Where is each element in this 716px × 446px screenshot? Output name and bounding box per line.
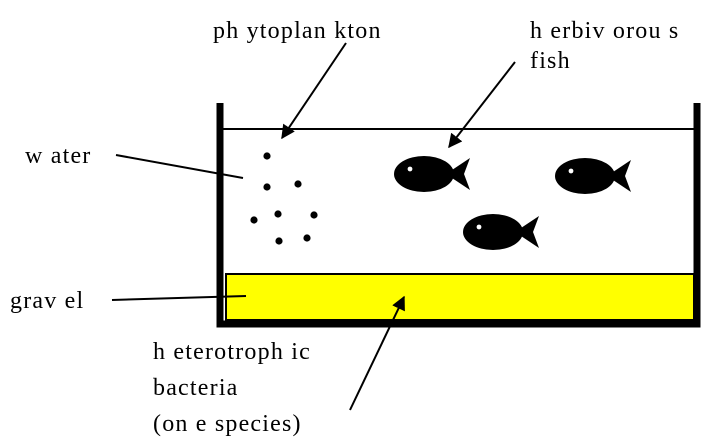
labels: ph ytoplan kton h erbiv orou s fish w at…: [10, 18, 679, 437]
phytoplankton-arrow: [282, 43, 346, 138]
phytoplankton-dots: [250, 152, 317, 244]
label-water: w ater: [25, 143, 92, 169]
label-herbivorous-line2: fish: [530, 48, 571, 74]
plankton-dot-icon: [274, 210, 281, 217]
plankton-dot-icon: [250, 216, 257, 223]
label-phytoplankton: ph ytoplan kton: [213, 18, 382, 44]
label-bacteria-line2: bacteria: [153, 375, 239, 401]
fish-icon: [394, 156, 470, 192]
label-bacteria-line3: (on e species): [153, 411, 302, 437]
gravel-layer: [226, 274, 694, 320]
water-pointer-line: [116, 155, 243, 178]
plankton-dot-icon: [275, 237, 282, 244]
plankton-dot-icon: [294, 180, 301, 187]
label-bacteria-line1: h eterotroph ic: [153, 339, 311, 365]
plankton-dot-icon: [263, 152, 270, 159]
plankton-dot-icon: [310, 211, 317, 218]
label-gravel: grav el: [10, 288, 84, 314]
plankton-dot-icon: [263, 183, 270, 190]
herbivorous-fish-arrow: [449, 62, 515, 147]
plankton-dot-icon: [303, 234, 310, 241]
label-herbivorous-line1: h erbiv orou s: [530, 18, 679, 44]
fish-icon: [555, 158, 631, 194]
fish-icon: [463, 214, 539, 250]
